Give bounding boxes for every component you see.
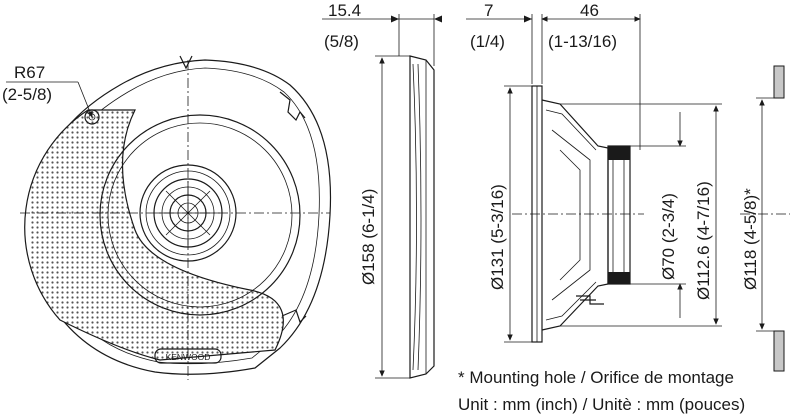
diameter-118-label: Ø118 (4-5/8)* bbox=[741, 188, 760, 290]
diameter-131-label: Ø131 (5-3/16) bbox=[488, 184, 507, 290]
diameter-112-label: Ø112.6 (4-7/16) bbox=[694, 181, 713, 300]
front-view: KENWOOD R67 (2-5/8) bbox=[2, 55, 332, 380]
unit-note: Unit : mm (inch) / Unitè : mm (pouces) bbox=[458, 395, 746, 414]
depth-view: 7 (1/4) 46 (1-13/16) Ø131 (5-3/16) Ø70 (… bbox=[466, 1, 722, 343]
side-view: 15.4 (5/8) Ø158 (6-1/4) bbox=[322, 1, 442, 379]
grille-depth-inch: (5/8) bbox=[324, 32, 359, 51]
magnet bbox=[607, 145, 631, 285]
mounting-hole-note: * Mounting hole / Orifice de montage bbox=[458, 368, 734, 387]
screw-hole bbox=[84, 109, 100, 125]
outer-diameter-label: Ø158 (6-1/4) bbox=[359, 189, 378, 285]
mounting-depth-value: 46 bbox=[580, 1, 599, 20]
mounting-panel-top bbox=[773, 65, 785, 99]
mounting-panel-bottom bbox=[773, 330, 785, 372]
flange-thickness-inch: (1/4) bbox=[470, 32, 505, 51]
grille-depth-value: 15.4 bbox=[328, 1, 361, 20]
diameter-70-label: Ø70 (2-3/4) bbox=[659, 193, 678, 280]
radius-inch: (2-5/8) bbox=[2, 85, 52, 104]
brand-badge bbox=[154, 348, 222, 364]
speaker-basket bbox=[541, 99, 609, 331]
brand-logo: KENWOOD bbox=[166, 352, 211, 362]
mounting-depth-inch: (1-13/16) bbox=[548, 32, 617, 51]
radius-value: R67 bbox=[14, 63, 45, 82]
flange-thickness-value: 7 bbox=[484, 1, 493, 20]
mounting-hole-view: Ø118 (4-5/8)* bbox=[740, 65, 790, 372]
side-grille-profile bbox=[409, 55, 435, 379]
